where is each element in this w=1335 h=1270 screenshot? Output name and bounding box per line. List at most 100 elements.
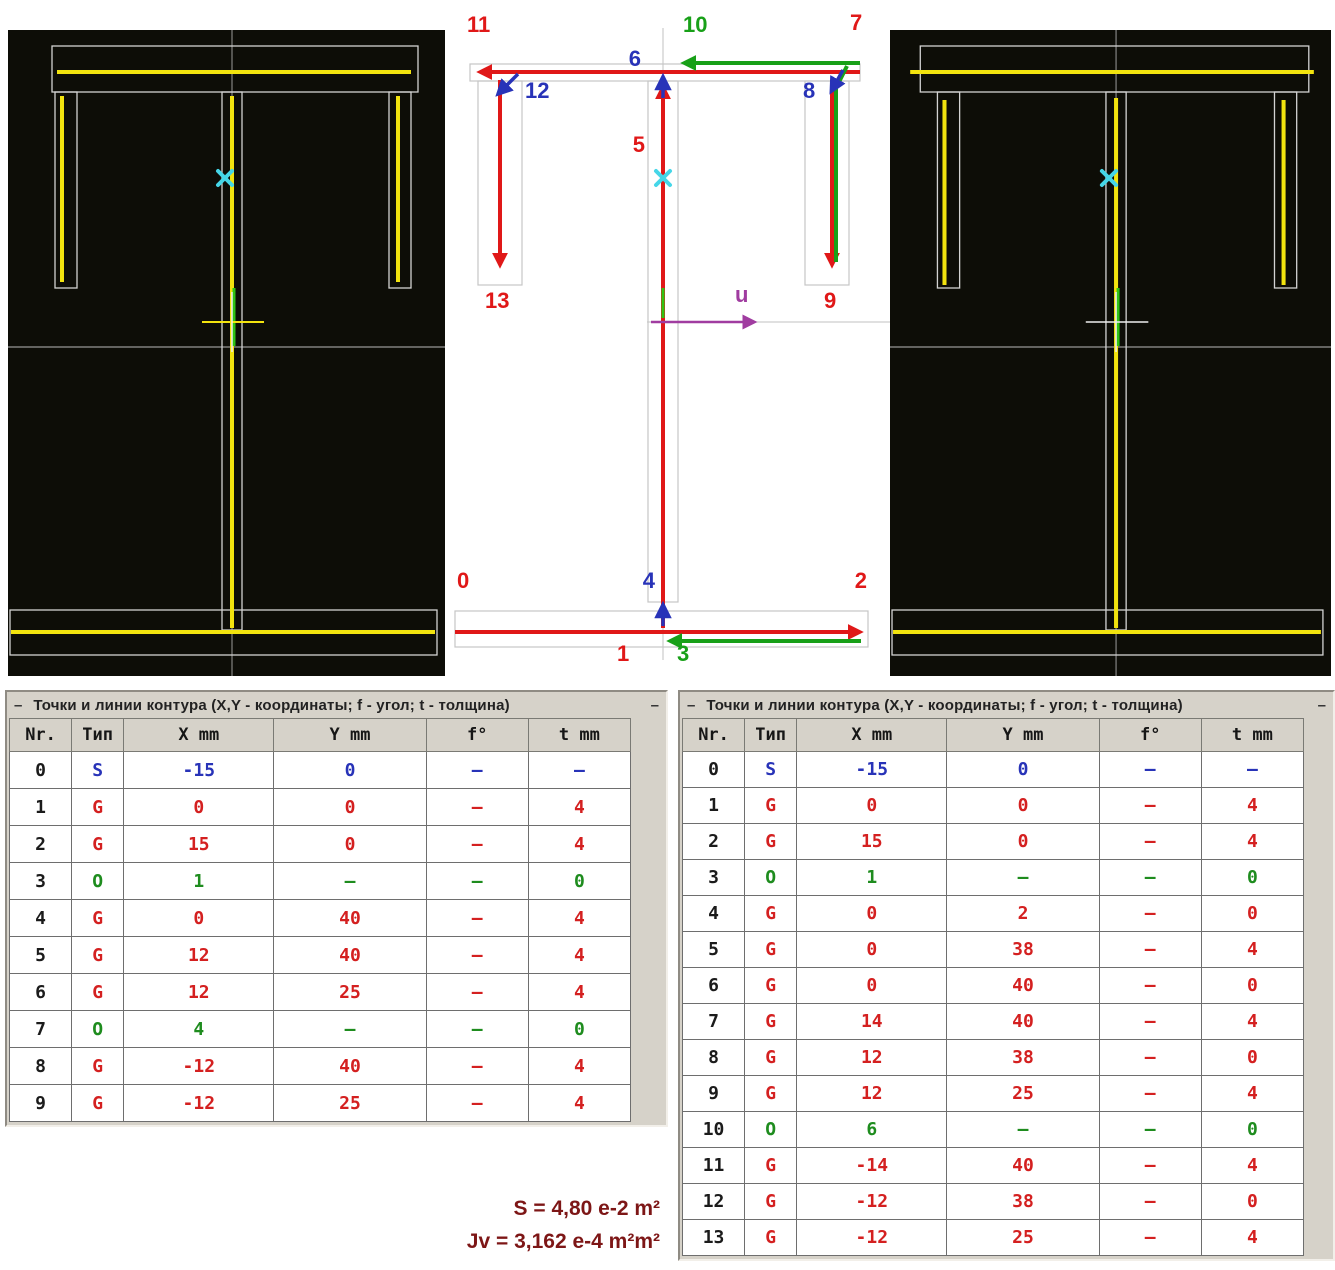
cell-f[interactable]: – <box>425 788 529 826</box>
cell-type[interactable]: G <box>744 931 798 968</box>
cell-t[interactable]: – <box>1200 751 1305 788</box>
contour-diagram-view[interactable]: 11 10 7 6 12 8 5 13 9 u 0 4 2 1 3 <box>447 0 890 688</box>
profile-view-left[interactable] <box>8 30 445 676</box>
cell-y[interactable]: – <box>273 862 427 900</box>
cell-t[interactable]: 0 <box>1200 859 1305 896</box>
cell-type[interactable]: G <box>71 1084 125 1122</box>
cell-f[interactable]: – <box>425 862 529 900</box>
cell-x[interactable]: -12 <box>796 1183 948 1220</box>
cell-type[interactable]: G <box>744 895 798 932</box>
cell-f[interactable]: – <box>1098 931 1202 968</box>
cell-y[interactable]: 25 <box>273 1084 427 1122</box>
cell-t[interactable]: 4 <box>527 1084 632 1122</box>
cell-y[interactable]: 40 <box>946 967 1100 1004</box>
cell-y[interactable]: 38 <box>946 931 1100 968</box>
cell-type[interactable]: G <box>744 1075 798 1112</box>
cell-y[interactable]: 0 <box>946 823 1100 860</box>
cell-x[interactable]: 0 <box>123 899 275 937</box>
cell-t[interactable]: 4 <box>1200 1003 1305 1040</box>
cell-x[interactable]: 12 <box>796 1039 948 1076</box>
profile-view-right[interactable] <box>890 30 1331 676</box>
cell-y[interactable]: 25 <box>946 1219 1100 1256</box>
cell-t[interactable]: 4 <box>1200 823 1305 860</box>
cell-x[interactable]: 12 <box>796 1075 948 1112</box>
cell-x[interactable]: -15 <box>796 751 948 788</box>
cell-t[interactable]: 0 <box>1200 1183 1305 1220</box>
cell-x[interactable]: -12 <box>796 1219 948 1256</box>
cell-f[interactable]: – <box>425 825 529 863</box>
cell-y[interactable]: – <box>946 1111 1100 1148</box>
cell-f[interactable]: – <box>1098 967 1202 1004</box>
cell-type[interactable]: O <box>71 1010 125 1048</box>
cell-type[interactable]: G <box>71 899 125 937</box>
cell-type[interactable]: G <box>744 1039 798 1076</box>
cell-t[interactable]: 0 <box>1200 895 1305 932</box>
cell-y[interactable]: 2 <box>946 895 1100 932</box>
cell-t[interactable]: 4 <box>527 788 632 826</box>
cell-f[interactable]: – <box>1098 1147 1202 1184</box>
cell-t[interactable]: – <box>527 751 632 789</box>
cell-t[interactable]: 4 <box>527 899 632 937</box>
cell-y[interactable]: – <box>946 859 1100 896</box>
cell-x[interactable]: 6 <box>796 1111 948 1148</box>
cell-type[interactable]: G <box>744 787 798 824</box>
cell-type[interactable]: S <box>744 751 798 788</box>
cell-x[interactable]: 0 <box>796 931 948 968</box>
cell-t[interactable]: 0 <box>1200 1111 1305 1148</box>
cell-x[interactable]: 0 <box>796 895 948 932</box>
cell-x[interactable]: -15 <box>123 751 275 789</box>
cell-type[interactable]: G <box>744 1219 798 1256</box>
cell-f[interactable]: – <box>1098 895 1202 932</box>
cell-type[interactable]: O <box>71 862 125 900</box>
cell-t[interactable]: 4 <box>1200 1219 1305 1256</box>
cell-y[interactable]: 0 <box>273 825 427 863</box>
cell-type[interactable]: G <box>744 1147 798 1184</box>
cell-type[interactable]: O <box>744 859 798 896</box>
cell-type[interactable]: G <box>71 788 125 826</box>
cell-t[interactable]: 0 <box>1200 967 1305 1004</box>
cell-f[interactable]: – <box>425 751 529 789</box>
cell-f[interactable]: – <box>1098 1219 1202 1256</box>
cell-t[interactable]: 4 <box>527 973 632 1011</box>
cell-y[interactable]: 40 <box>273 1047 427 1085</box>
cell-x[interactable]: 15 <box>123 825 275 863</box>
cell-f[interactable]: – <box>425 973 529 1011</box>
cell-x[interactable]: 1 <box>796 859 948 896</box>
cell-f[interactable]: – <box>1098 823 1202 860</box>
cell-type[interactable]: G <box>744 1003 798 1040</box>
cell-f[interactable]: – <box>1098 1111 1202 1148</box>
cell-f[interactable]: – <box>1098 1003 1202 1040</box>
cell-x[interactable]: 15 <box>796 823 948 860</box>
cell-y[interactable]: 40 <box>273 899 427 937</box>
cell-type[interactable]: G <box>744 967 798 1004</box>
cell-x[interactable]: 4 <box>123 1010 275 1048</box>
cell-type[interactable]: O <box>744 1111 798 1148</box>
cell-t[interactable]: 4 <box>527 825 632 863</box>
cell-t[interactable]: 4 <box>527 1047 632 1085</box>
cell-x[interactable]: -12 <box>123 1047 275 1085</box>
cell-type[interactable]: G <box>744 823 798 860</box>
cell-t[interactable]: 0 <box>527 862 632 900</box>
cell-f[interactable]: – <box>1098 1075 1202 1112</box>
cell-y[interactable]: 25 <box>946 1075 1100 1112</box>
cell-y[interactable]: 40 <box>273 936 427 974</box>
cell-x[interactable]: -14 <box>796 1147 948 1184</box>
cell-f[interactable]: – <box>425 899 529 937</box>
cell-type[interactable]: G <box>71 936 125 974</box>
cell-f[interactable]: – <box>425 936 529 974</box>
cell-x[interactable]: 0 <box>796 967 948 1004</box>
cell-type[interactable]: G <box>71 973 125 1011</box>
cell-f[interactable]: – <box>425 1010 529 1048</box>
cell-t[interactable]: 0 <box>1200 1039 1305 1076</box>
cell-t[interactable]: 4 <box>1200 931 1305 968</box>
cell-t[interactable]: 0 <box>527 1010 632 1048</box>
cell-y[interactable]: 0 <box>273 751 427 789</box>
cell-y[interactable]: 38 <box>946 1183 1100 1220</box>
cell-t[interactable]: 4 <box>1200 1147 1305 1184</box>
cell-y[interactable]: 40 <box>946 1147 1100 1184</box>
cell-type[interactable]: S <box>71 751 125 789</box>
cell-y[interactable]: 0 <box>946 751 1100 788</box>
cell-x[interactable]: 1 <box>123 862 275 900</box>
cell-t[interactable]: 4 <box>1200 787 1305 824</box>
cell-y[interactable]: 38 <box>946 1039 1100 1076</box>
